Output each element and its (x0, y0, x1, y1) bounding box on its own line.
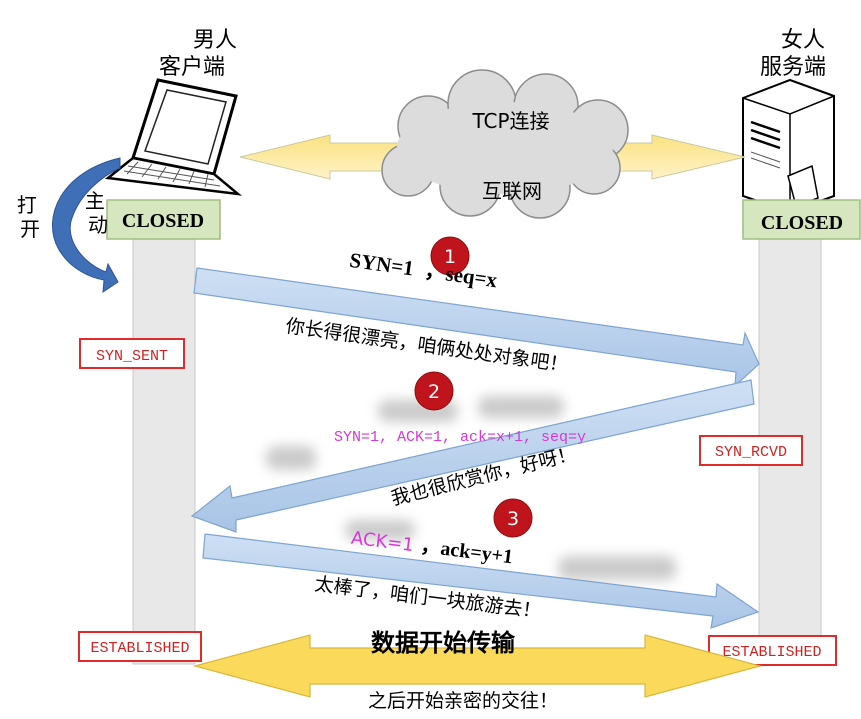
step1-arrow (193, 267, 760, 388)
step3-number: 3 (507, 508, 519, 530)
client-label-line1: 男人 (193, 28, 237, 53)
step1-packet-seq: ，seq=x (423, 258, 499, 292)
data-transfer-title: 数据开始传输 (371, 629, 516, 657)
client-label-line2: 客户端 (159, 55, 225, 80)
syn-rcvd-label: SYN_RCVD (715, 444, 787, 461)
step1-packet-syn: SYN=1 (348, 248, 415, 281)
server-icon (742, 78, 835, 214)
step2-packet: SYN=1, ACK=1, ack=x+1, seq=y (334, 429, 586, 446)
step1-badge (430, 236, 470, 276)
step2-badge (414, 371, 454, 411)
server-closed-label: CLOSED (761, 212, 843, 234)
client-established-box (78, 631, 202, 662)
client-established-label: ESTABLISHED (90, 640, 189, 657)
syn-rcvd-box (699, 435, 803, 466)
active-open-label-col1: 主 动 (85, 189, 111, 237)
laptop-icon (104, 78, 243, 196)
data-transfer-subtitle: 之后开始亲密的交往！ (368, 690, 558, 712)
data-transfer-arrow (192, 634, 763, 698)
active-open-label-col2: 打 开 (17, 193, 43, 241)
client-closed-label: CLOSED (122, 210, 204, 232)
step2-arrow (190, 379, 755, 533)
step2-number: 2 (428, 381, 440, 403)
step3-arrow (202, 533, 760, 629)
client-closed-box (106, 199, 221, 240)
active-open-curved-arrow (51, 157, 121, 293)
internet-label: 互联网 (482, 179, 542, 203)
step1-number: 1 (444, 246, 456, 268)
client-lifeline (132, 235, 196, 665)
step3-badge (493, 498, 533, 538)
server-label-line1: 女人 (781, 28, 825, 53)
server-established-label: ESTABLISHED (722, 644, 821, 661)
syn-sent-label: SYN_SENT (96, 348, 168, 365)
syn-sent-box (79, 338, 185, 369)
tcp-connection-label: TCP连接 (471, 109, 549, 133)
server-label-line2: 服务端 (760, 55, 826, 80)
server-closed-box (742, 199, 861, 240)
